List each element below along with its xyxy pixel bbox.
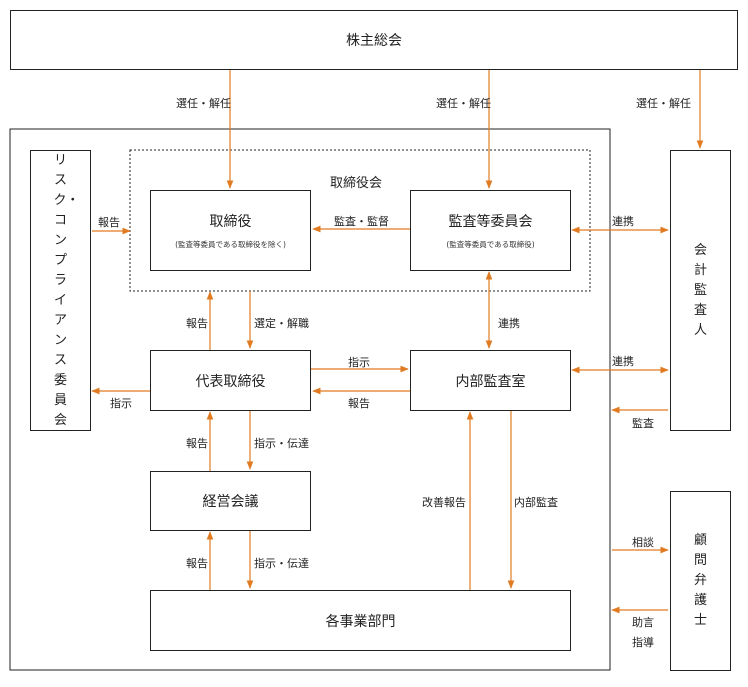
company-frame — [9, 128, 611, 671]
label-coop-top: 連携 — [612, 215, 634, 228]
label-instruct-risk: 指示 — [110, 397, 132, 410]
risk-committee-label: リスク・コンプライアンス委員会 — [53, 152, 80, 428]
management-meeting-box: 経営会議 — [150, 471, 311, 531]
board-frame — [129, 149, 591, 292]
label-report-div: 報告 — [186, 557, 208, 570]
label-advice: 助言 — [632, 616, 654, 629]
label-report-ceo: 報告 — [186, 317, 208, 330]
internal-audit-box: 内部監査室 — [410, 350, 571, 411]
shareholders-box: 株主総会 — [10, 10, 738, 70]
label-instruct-div: 指示・伝達 — [254, 557, 309, 570]
management-meeting-label: 経営会議 — [202, 494, 259, 510]
audit-committee-box: 監査等委員会 (監査等委員である取締役) — [410, 190, 571, 271]
audit-committee-note: (監査等委員である取締役) — [446, 240, 535, 249]
label-coop-internal: 連携 — [498, 317, 520, 330]
label-audit-supervise: 監査・監督 — [334, 215, 389, 228]
label-improvement: 改善報告 — [422, 496, 466, 509]
label-instruct-mgmt: 指示・伝達 — [254, 437, 309, 450]
label-report-risk: 報告 — [98, 216, 120, 229]
lawyer-box: 顧問弁護士 — [670, 491, 731, 671]
audit-committee-label: 監査等委員会 — [448, 214, 533, 230]
auditor-box: 会計監査人 — [670, 150, 731, 431]
divisions-label: 各事業部門 — [325, 613, 396, 630]
label-report-internal: 報告 — [348, 397, 370, 410]
directors-label: 取締役 — [209, 214, 252, 230]
label-coop-mid: 連携 — [612, 355, 634, 368]
shareholders-label: 株主総会 — [346, 33, 402, 49]
label-elect-2: 選任・解任 — [436, 97, 491, 110]
divisions-box: 各事業部門 — [150, 590, 571, 651]
auditor-label: 会計監査人 — [693, 242, 707, 338]
ceo-box: 代表取締役 — [150, 350, 311, 411]
label-consult: 相談 — [632, 536, 654, 549]
label-elect-3: 選任・解任 — [636, 97, 691, 110]
label-guidance: 指導 — [632, 636, 654, 649]
label-elect-1: 選任・解任 — [176, 97, 231, 110]
label-internal-audit: 内部監査 — [514, 496, 558, 509]
label-appoint: 選定・解職 — [254, 317, 309, 330]
directors-note: (監査等委員である取締役を除く) — [175, 240, 286, 249]
label-instruct-internal: 指示 — [348, 356, 370, 369]
risk-committee-box: リスク・コンプライアンス委員会 — [30, 150, 91, 431]
directors-box: 取締役 (監査等委員である取締役を除く) — [150, 190, 311, 271]
label-audit: 監査 — [632, 417, 654, 430]
internal-audit-label: 内部監査室 — [455, 373, 526, 390]
ceo-label: 代表取締役 — [195, 373, 266, 390]
label-report-mgmt: 報告 — [186, 437, 208, 450]
board-label: 取締役会 — [330, 176, 383, 191]
lawyer-label: 顧問弁護士 — [693, 533, 707, 628]
